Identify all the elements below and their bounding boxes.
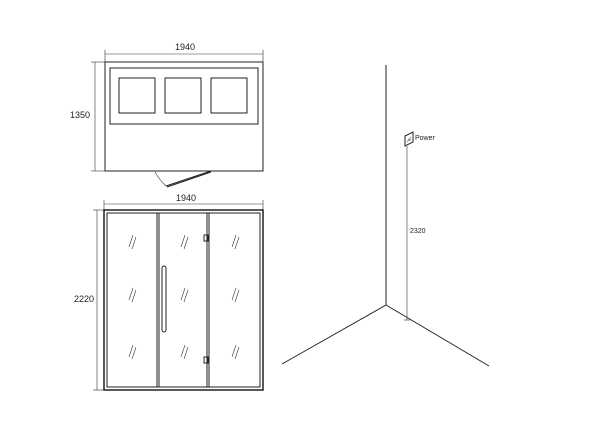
glass-mark: [128, 234, 137, 250]
glass-mark: [180, 234, 189, 250]
front-height-dimension: 2220: [74, 209, 104, 391]
bench-outline: [109, 67, 259, 125]
glass-mark: [180, 287, 189, 303]
floor-edge-right: [385, 304, 490, 367]
glass-reflection-marks: [128, 234, 240, 360]
glass-mark: [231, 234, 240, 250]
top-depth-dimension: 1350: [70, 61, 105, 172]
glass-mark: [231, 344, 240, 360]
power-label: Power: [415, 135, 436, 142]
power-outlet-icon: [404, 131, 414, 147]
hinge-bottom: [203, 356, 209, 364]
top-width-dimension: 1940: [104, 42, 264, 62]
cabin-front-inner-frame: [106, 212, 261, 388]
floor-edge-left: [281, 304, 387, 365]
power-height-dimension: 2320: [404, 146, 426, 321]
front-height-label: 2220: [74, 294, 94, 304]
door-handle: [161, 265, 167, 333]
hinge-top: [203, 234, 209, 242]
glass-mark: [231, 287, 240, 303]
heater-panel-right: [210, 77, 248, 114]
heater-panel-left: [118, 77, 156, 114]
glass-mark: [128, 287, 137, 303]
glass-mark: [180, 344, 189, 360]
wall-corner-view: Power 2320: [281, 65, 490, 367]
glass-mark: [128, 344, 137, 360]
door-swing: [154, 170, 212, 188]
heater-panel-center: [164, 77, 202, 114]
top-width-label: 1940: [175, 42, 195, 52]
cabin-top-outline: [104, 61, 264, 172]
front-width-dimension: 1940: [103, 193, 264, 212]
top-view: 1940 1350: [70, 42, 264, 188]
power-height-label: 2320: [410, 228, 426, 235]
front-view: 1940 2220: [74, 193, 264, 391]
front-width-label: 1940: [176, 193, 196, 203]
cabin-front-frame: [103, 209, 264, 391]
top-depth-label: 1350: [70, 110, 90, 120]
